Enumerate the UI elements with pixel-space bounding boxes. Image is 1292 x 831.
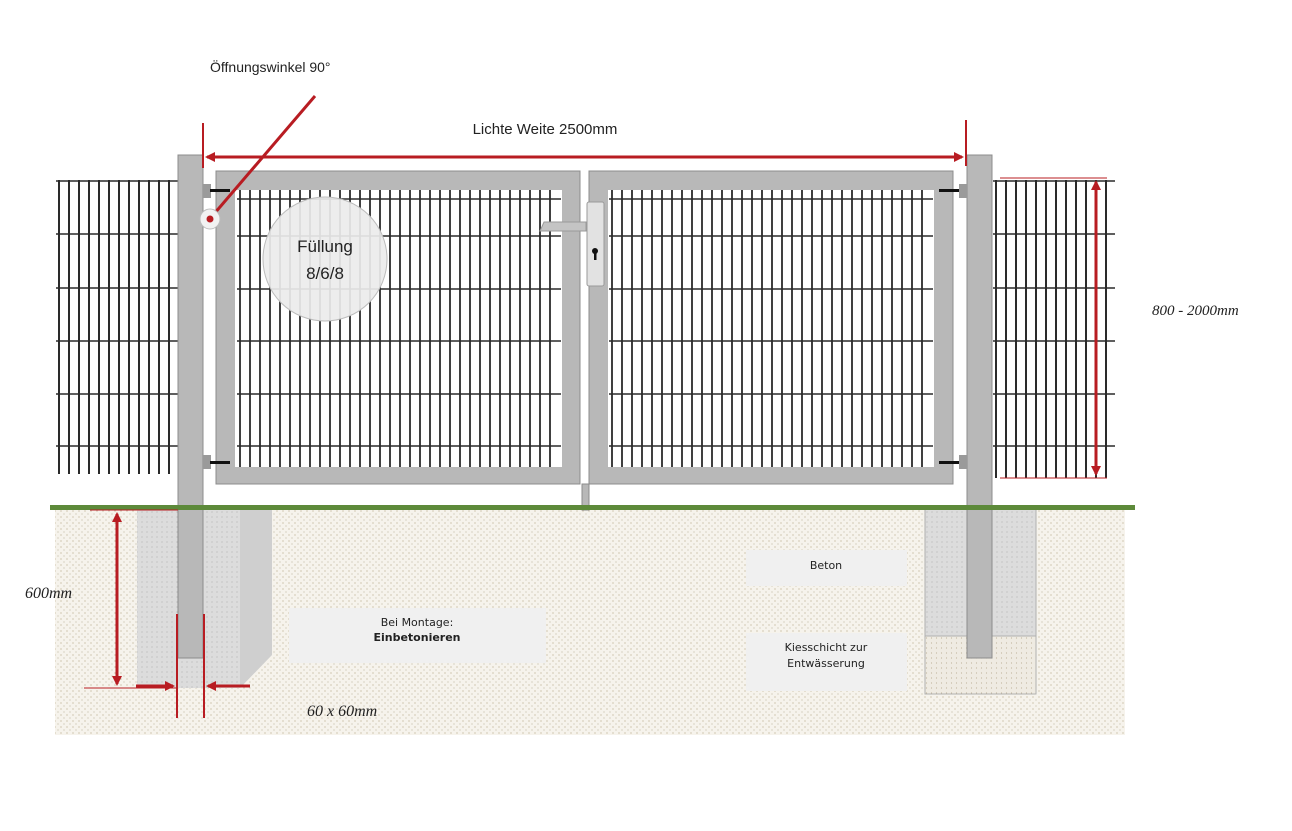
- filling-label-line1: Füllung: [297, 237, 353, 256]
- left-post: [177, 154, 204, 659]
- grass-line: [50, 505, 1135, 510]
- right-post: [966, 154, 993, 659]
- door-handle-lock: [539, 201, 605, 287]
- concrete-label: Beton: [810, 559, 842, 572]
- clear-width-dimension: [202, 120, 967, 168]
- mounting-info-box: Bei Montage: Einbetonieren: [289, 608, 546, 663]
- gate-leaf-right: [588, 170, 954, 485]
- filling-circle: [262, 196, 388, 322]
- gate-leaf-left: [215, 170, 581, 485]
- clear-width-label: Lichte Weite 2500mm: [473, 121, 618, 138]
- depth-dimension: [84, 509, 178, 689]
- left-fence-mesh: [56, 180, 179, 474]
- opening-angle-label: Öffnungswinkel 90°: [210, 58, 331, 75]
- height-dimension: [1000, 177, 1107, 479]
- gravel-info-box: Kiesschicht zur Entwässerung: [746, 633, 907, 691]
- height-range-label: 800 - 2000mm: [1152, 303, 1239, 319]
- hinges: [203, 184, 967, 469]
- gravel-label-line2: Entwässerung: [787, 657, 865, 670]
- post-size-dimension: [136, 614, 250, 718]
- filling-label-line2: 8/6/8: [306, 264, 344, 283]
- concrete-info-box: Beton: [746, 550, 907, 586]
- depth-label: 600mm: [25, 585, 72, 602]
- gravel-label-line1: Kiesschicht zur: [785, 641, 868, 654]
- mounting-label-line1: Bei Montage:: [381, 616, 454, 629]
- mounting-label-line2: Einbetonieren: [373, 631, 460, 644]
- post-size-label: 60 x 60mm: [307, 703, 377, 720]
